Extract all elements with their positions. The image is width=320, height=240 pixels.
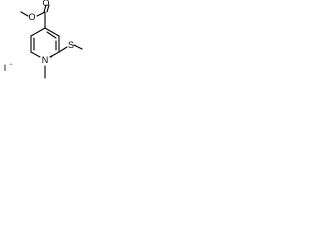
ring-sulfur-bond bbox=[58, 46, 68, 53]
ring-bond-c4-c3 bbox=[44, 27, 60, 37]
ring-nitrogen-label: N bbox=[42, 55, 49, 65]
iodide-negative-charge: − bbox=[9, 62, 13, 68]
ester-oxygen-label: O bbox=[28, 12, 35, 22]
nitrogen-positive-charge: + bbox=[49, 55, 53, 61]
ring-bond-c5-c4 bbox=[30, 27, 46, 37]
ring-inner-double-bond-a bbox=[46, 31, 57, 39]
sulfur-label: S bbox=[68, 40, 74, 50]
ring-bond-c2-n bbox=[49, 51, 60, 58]
iodide-label: I bbox=[4, 63, 7, 73]
sulfur-methyl-bond bbox=[73, 44, 83, 50]
ester-methyl-bond bbox=[20, 11, 29, 17]
carbonyl-double-bond-2 bbox=[46, 4, 50, 13]
chemical-structure-diagram: O O N + S I − bbox=[4, 0, 83, 79]
ring-bond-n-c6 bbox=[30, 51, 41, 58]
carbonyl-double-bond-1 bbox=[43, 4, 47, 13]
ester-o-carbonyl-carbon-bond bbox=[36, 11, 46, 17]
carbonyl-oxygen-label: O bbox=[42, 0, 49, 8]
